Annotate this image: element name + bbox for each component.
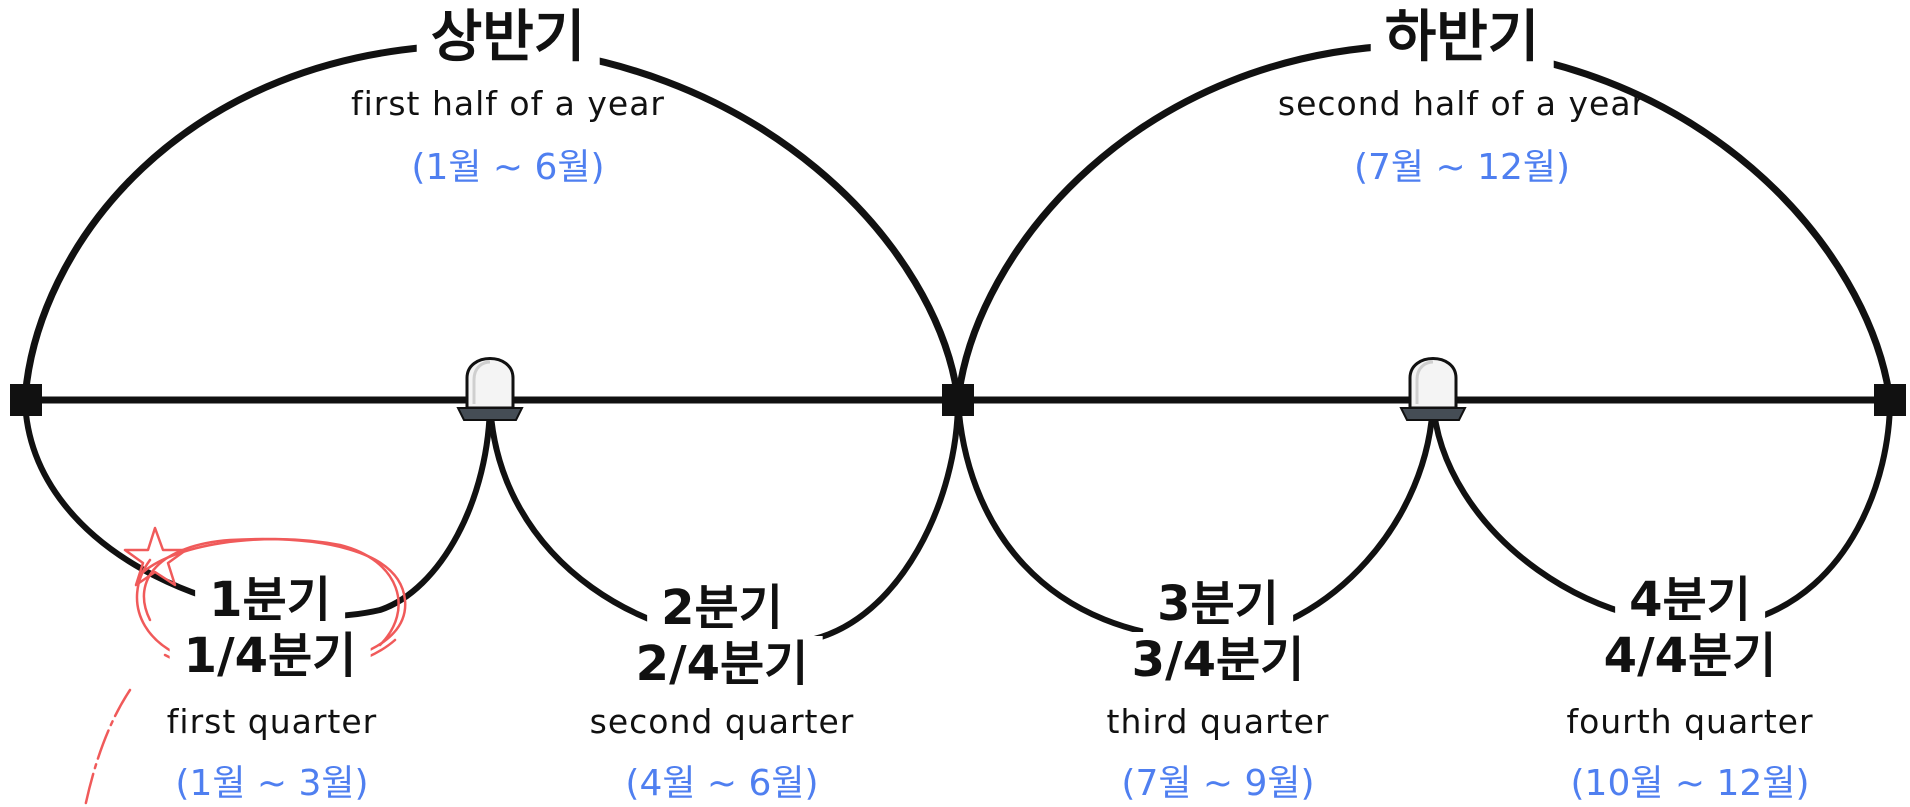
square-endpoint-icon <box>10 384 42 416</box>
tombstone-marker-icon <box>1399 357 1467 421</box>
first-half-english: first half of a year <box>350 84 666 123</box>
q3-fraction: 3/4분기 <box>1117 632 1319 688</box>
q1-english: first quarter <box>166 702 378 741</box>
square-endpoint-icon <box>1874 384 1906 416</box>
second-half-english: second half of a year <box>1277 84 1647 123</box>
second-half-range: (7월 ~ 12월) <box>1353 147 1571 188</box>
tombstone-marker-icon <box>456 357 524 421</box>
q1-title: 1분기 <box>195 572 345 628</box>
q3-english: third quarter <box>1106 702 1330 741</box>
first-half-range: (1월 ~ 6월) <box>411 147 605 188</box>
q1-range: (1월 ~ 3월) <box>175 763 369 804</box>
q1-fraction: 1/4분기 <box>169 628 371 684</box>
second-half-title: 하반기 <box>1370 8 1554 68</box>
q4-title: 4분기 <box>1615 572 1765 628</box>
q3-title: 3분기 <box>1143 576 1293 632</box>
q2-title: 2분기 <box>647 580 797 636</box>
square-endpoint-icon <box>942 384 974 416</box>
star-doodle-icon <box>123 526 188 587</box>
q3-range: (7월 ~ 9월) <box>1121 763 1315 804</box>
q2-fraction: 2/4분기 <box>621 636 823 692</box>
q4-english: fourth quarter <box>1566 702 1814 741</box>
first-half-title: 상반기 <box>416 8 600 68</box>
q2-range: (4월 ~ 6월) <box>625 763 819 804</box>
q2-english: second quarter <box>589 702 855 741</box>
q4-range: (10월 ~ 12월) <box>1570 763 1810 804</box>
q4-fraction: 4/4분기 <box>1589 628 1791 684</box>
